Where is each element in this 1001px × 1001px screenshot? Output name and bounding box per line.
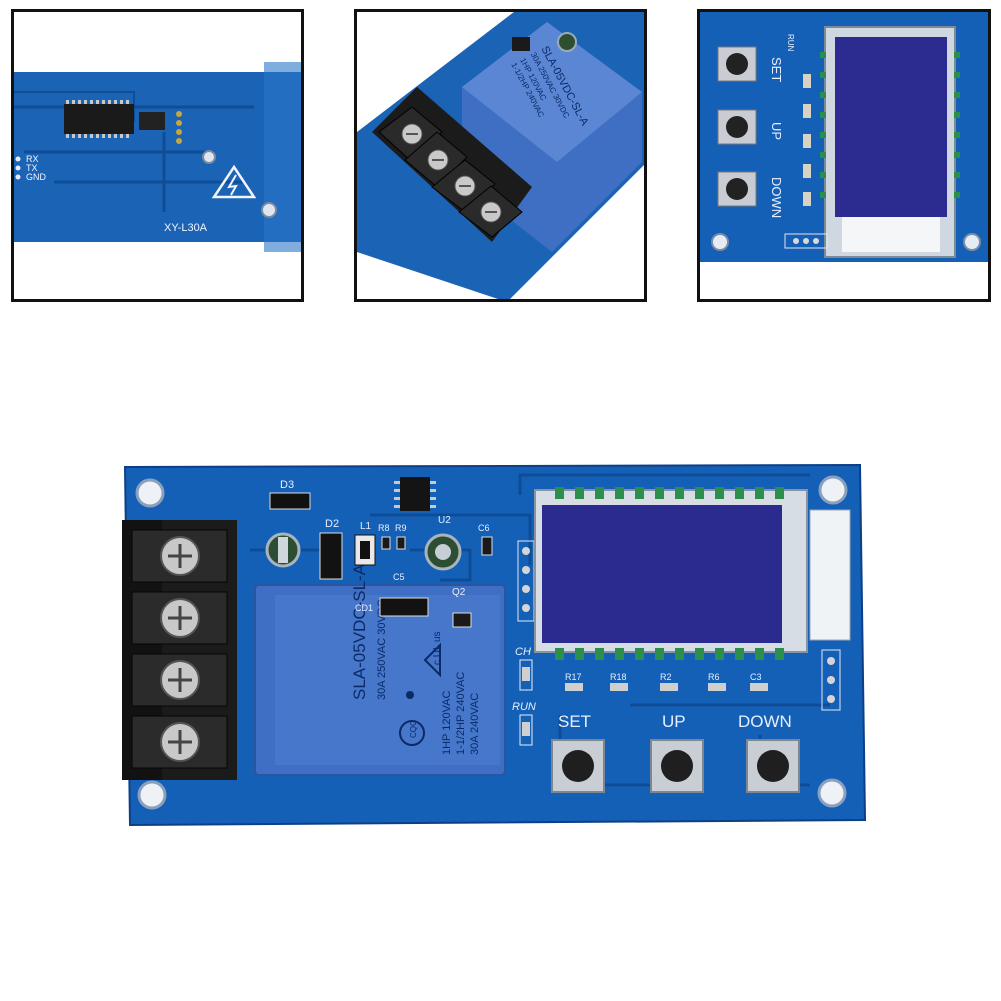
transistor: [512, 37, 530, 51]
mount-hole: [135, 475, 848, 810]
capacitor-u2: [424, 533, 462, 571]
serial-pin-labels: RX TX GND: [15, 154, 47, 182]
mount-hole: [202, 150, 216, 164]
diode-cd1: CD1: [355, 597, 429, 617]
relay-terminal-photo: SLA-05VDC-SL-A 30A 250VAC 30VDC 1HP 120V…: [357, 12, 644, 299]
display-buttons-photo: SET UP DOWN RUN: [700, 12, 988, 299]
lcd-pins-bottom: [555, 648, 784, 660]
smd-resistors: [803, 74, 811, 206]
small-chip: [139, 112, 165, 130]
right-header-pins: [821, 649, 841, 711]
set-label: SET: [769, 57, 784, 82]
relay-rating-label: 30A 250VAC 30VDC: [376, 599, 388, 700]
relay-dot: [406, 691, 414, 699]
pin-label-tx: TX: [26, 163, 38, 173]
relay: SLA-05VDC-SL-A 30A 250VAC 30VDC 1HP 120V…: [254, 563, 506, 776]
warning-triangle-icon: [423, 642, 441, 678]
header-pads: [784, 233, 828, 249]
cqc-mark-icon: [399, 720, 425, 746]
relay-rating-label: 1HP 120VAC: [441, 691, 453, 755]
pin-label-gnd: GND: [26, 172, 47, 182]
u2-label: U2: [438, 515, 451, 526]
lcd-screen: [542, 505, 782, 643]
r2-label: R2: [660, 672, 672, 682]
resistor-labels: R17 R18 R2 R6 C3: [565, 672, 768, 691]
r8-label: R8: [378, 523, 390, 533]
mount-hole: [963, 233, 981, 251]
down-button: DOWN: [738, 712, 800, 793]
underside-board-photo: RX TX GND XY-L30A: [14, 12, 301, 299]
capacitor-c6: C6: [478, 523, 493, 556]
c5-label: C5: [393, 572, 405, 582]
l1-label: L1: [360, 521, 372, 532]
r9-label: R9: [395, 523, 407, 533]
set-button: SET: [551, 712, 605, 793]
set-button-label: SET: [558, 712, 591, 731]
relay-rating-label: 1-1/2HP 240VAC: [455, 672, 467, 755]
charging-control-module-board: SLA-05VDC-SL-A 30A 250VAC 30VDC 1HP 120V…: [122, 463, 867, 827]
relay-model-label: SLA-05VDC-SL-A: [350, 563, 369, 700]
capacitor-left: [265, 532, 301, 568]
diode-d3: D3: [269, 479, 311, 510]
lcd-display: [534, 489, 851, 653]
d3-label: D3: [280, 479, 294, 491]
capacitor: [557, 32, 577, 52]
d2-label: D2: [325, 518, 339, 530]
detail-photo-display-buttons: SET UP DOWN RUN: [697, 9, 991, 302]
button-set: [717, 46, 757, 82]
up-label: UP: [769, 122, 784, 140]
mount-hole: [261, 202, 277, 218]
pcb-board: [14, 72, 301, 242]
led-ch: CH: [515, 646, 533, 691]
screw-terminal-block: [372, 87, 532, 242]
up-button-label: UP: [662, 712, 686, 731]
detail-photo-relay-terminal: SLA-05VDC-SL-A 30A 250VAC 30VDC 1HP 120V…: [354, 9, 647, 302]
lcd-pins-top: [555, 487, 784, 499]
run-label: RUN: [786, 34, 795, 52]
down-label: DOWN: [769, 177, 784, 218]
pin-label-rx: RX: [26, 154, 39, 164]
q2-label: Q2: [452, 587, 466, 598]
r17-label: R17: [565, 672, 582, 682]
header-pads: [176, 111, 182, 144]
board-model-label: XY-L30A: [164, 222, 208, 234]
inductor-l1: L1: [354, 521, 376, 566]
lcd-display: [824, 26, 956, 258]
screw-terminal-block: [122, 520, 237, 780]
run-label: RUN: [512, 701, 536, 713]
ic-chip: [64, 104, 134, 134]
cd1-label: CD1: [355, 603, 373, 613]
detail-photo-underside: RX TX GND XY-L30A: [11, 9, 304, 302]
transistor-q2: Q2: [452, 587, 472, 628]
ch-label: CH: [515, 646, 531, 658]
down-button-label: DOWN: [738, 712, 792, 731]
lcd-pins: [820, 52, 960, 198]
led-run: RUN: [512, 701, 536, 746]
c3-label: C3: [750, 672, 762, 682]
up-button: UP: [650, 712, 704, 793]
main-board-photo: SLA-05VDC-SL-A 30A 250VAC 30VDC 1HP 120V…: [110, 455, 870, 835]
diode-d2: D2: [319, 518, 343, 580]
c6-label: C6: [478, 523, 490, 533]
high-voltage-warning-icon: [211, 164, 257, 199]
button-down: [717, 171, 757, 207]
r6-label: R6: [708, 672, 720, 682]
relay-rating-label: 30A 240VAC: [469, 693, 481, 755]
mount-hole: [711, 233, 729, 251]
resistor-r8-r9: R8 R9: [378, 523, 407, 550]
cqc-label: CQC: [409, 720, 418, 738]
button-up: [717, 109, 757, 145]
r18-label: R18: [610, 672, 627, 682]
ic-u2: U2: [394, 477, 451, 526]
